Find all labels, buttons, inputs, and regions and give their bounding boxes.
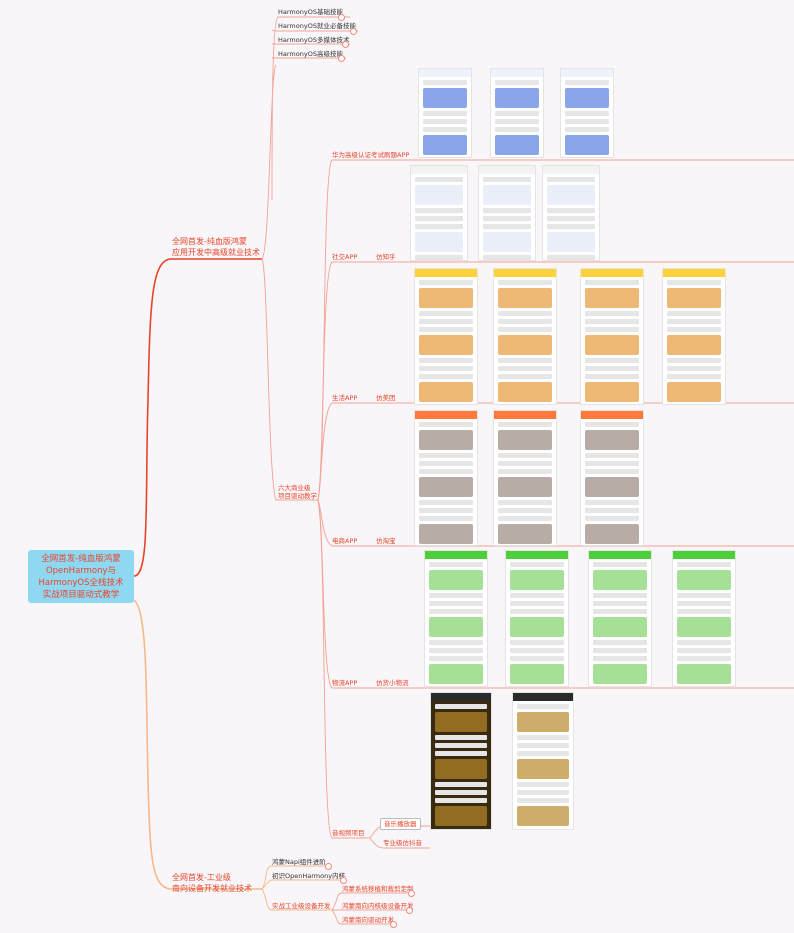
branch-title-line: 全网首发-工业级 xyxy=(172,873,231,882)
media-music-player[interactable]: 音乐播放器 xyxy=(380,818,421,830)
branch-device-topic[interactable]: 全网首发-工业级 南向设备开发就业技术 xyxy=(172,872,252,894)
project-ecommerce-sub[interactable]: 仿淘宝 xyxy=(376,537,396,545)
app-screenshot xyxy=(430,692,492,830)
device-subtopic[interactable]: 鸿蒙系统移植和裁剪定制 xyxy=(342,885,414,893)
skill-topic[interactable]: HarmonyOS多媒体技术 xyxy=(278,36,350,44)
app-screenshot xyxy=(672,550,736,687)
project-life-sub[interactable]: 仿美团 xyxy=(376,394,396,402)
app-screenshot xyxy=(512,692,574,830)
projects-topic[interactable]: 六大商业级 项目驱动教学 xyxy=(278,484,317,500)
branch-title-line: 南向设备开发就业技术 xyxy=(172,884,252,893)
project-logistics-app[interactable]: 物流APP xyxy=(332,679,358,687)
expand-toggle-icon[interactable] xyxy=(338,55,345,62)
device-topic[interactable]: 鸿蒙Napi组件进阶 xyxy=(272,858,326,866)
root-line: OpenHarmony与 xyxy=(45,565,117,576)
app-screenshot xyxy=(414,268,478,405)
root-line: HarmonyOS全栈技术 xyxy=(38,577,124,588)
app-screenshot xyxy=(493,268,557,405)
expand-toggle-icon[interactable] xyxy=(342,41,349,48)
device-subtopic[interactable]: 鸿蒙南向内核级设备开发 xyxy=(342,902,414,910)
project-life-app[interactable]: 生活APP xyxy=(332,394,358,402)
device-topic[interactable]: 初识OpenHarmony内核 xyxy=(272,872,346,880)
project-social-app[interactable]: 社交APP xyxy=(332,253,358,261)
app-screenshot xyxy=(410,165,468,261)
expand-toggle-icon[interactable] xyxy=(350,28,357,35)
app-screenshot xyxy=(490,68,544,158)
branch-title-line: 应用开发中高级就业技术 xyxy=(172,248,260,257)
media-douyin[interactable]: 专业级仿抖音 xyxy=(383,839,422,847)
projects-title-line: 六大商业级 xyxy=(278,484,311,492)
root-line: 实战项目驱动式教学 xyxy=(42,589,120,600)
project-ecommerce-app[interactable]: 电商APP xyxy=(332,537,358,545)
app-screenshot xyxy=(424,550,488,687)
expand-toggle-icon[interactable] xyxy=(325,863,332,870)
expand-toggle-icon[interactable] xyxy=(338,14,345,21)
app-screenshot xyxy=(493,410,557,546)
app-screenshot xyxy=(418,68,472,158)
app-screenshot xyxy=(588,550,652,687)
device-subtopic[interactable]: 鸿蒙南向驱动开发 xyxy=(342,916,394,924)
app-screenshot xyxy=(560,68,614,158)
branch-app-topic[interactable]: 全网首发-纯血版鸿蒙 应用开发中高级就业技术 xyxy=(172,236,260,258)
app-screenshot xyxy=(580,268,644,405)
device-topic[interactable]: 实战工业级设备开发 xyxy=(272,902,331,910)
root-topic[interactable]: 全网首发-纯血版鸿蒙 OpenHarmony与 HarmonyOS全栈技术 实战… xyxy=(28,550,134,603)
project-social-sub[interactable]: 仿知乎 xyxy=(376,253,396,261)
expand-toggle-icon[interactable] xyxy=(406,907,413,914)
expand-toggle-icon[interactable] xyxy=(340,877,347,884)
root-line: 全网首发-纯血版鸿蒙 xyxy=(41,553,121,564)
project-exam-app[interactable]: 华为高级认证考试刷题APP xyxy=(332,151,410,159)
app-screenshot xyxy=(478,165,536,261)
app-screenshot xyxy=(580,410,644,546)
skill-topic[interactable]: HarmonyOS基础技能 xyxy=(278,8,343,16)
expand-toggle-icon[interactable] xyxy=(390,921,397,928)
expand-toggle-icon[interactable] xyxy=(408,890,415,897)
project-logistics-sub[interactable]: 仿货小物流 xyxy=(376,679,409,687)
app-screenshot xyxy=(505,550,569,687)
app-screenshot xyxy=(662,268,726,405)
skill-topic[interactable]: HarmonyOS就业必备技能 xyxy=(278,22,356,30)
app-screenshot xyxy=(414,410,478,546)
branch-title-line: 全网首发-纯血版鸿蒙 xyxy=(172,237,247,246)
skill-topic[interactable]: HarmonyOS高级技能 xyxy=(278,50,343,58)
project-media[interactable]: 音视频项目 xyxy=(332,829,365,837)
projects-title-line: 项目驱动教学 xyxy=(278,492,317,500)
app-screenshot xyxy=(542,165,600,261)
